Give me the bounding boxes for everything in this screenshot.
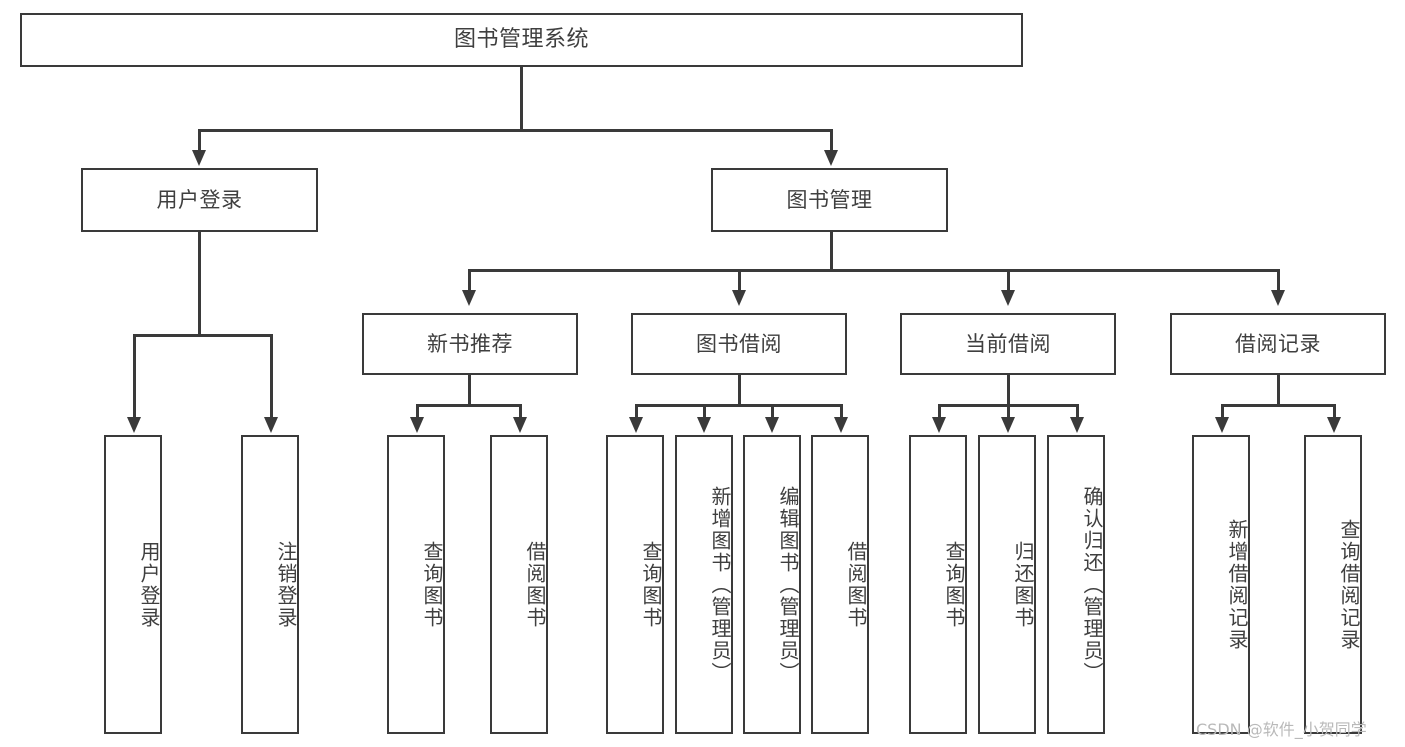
leaf-user-logout-label: 注销登录	[274, 540, 298, 629]
leaf-add-record[interactable]: 新增借阅记录	[1192, 435, 1250, 734]
arrow-to-leaf-add-record	[1215, 417, 1229, 433]
connector-bb-leg-1	[635, 404, 638, 418]
leaf-add-record-label: 新增借阅记录	[1225, 518, 1249, 651]
leaf-return-book[interactable]: 归还图书	[978, 435, 1036, 734]
arrow-to-leaf-query-book-1	[410, 417, 424, 433]
connector-bm-leg-3	[1007, 269, 1010, 291]
node-book-borrow[interactable]: 图书借阅	[631, 313, 847, 375]
arrow-to-leaf-user-login	[127, 417, 141, 433]
leaf-query-record-label: 查询借阅记录	[1337, 518, 1361, 651]
connector-root-leg-right	[830, 129, 833, 151]
leaf-query-book-1[interactable]: 查询图书	[387, 435, 445, 734]
leaf-confirm-return-label: 确认归还（管理员）	[1080, 485, 1104, 684]
connector-bb-leg-2	[703, 404, 706, 418]
connector-br-bus	[1221, 404, 1335, 407]
csdn-watermark: CSDN @软件_小贺同学	[1196, 720, 1367, 739]
leaf-query-book-2-label: 查询图书	[639, 540, 663, 629]
arrow-to-leaf-return-book	[1001, 417, 1015, 433]
connector-nbr-leg-1	[416, 404, 419, 418]
leaf-user-logout[interactable]: 注销登录	[241, 435, 299, 734]
connector-br-leg-2	[1333, 404, 1336, 418]
connector-nbr-stem	[468, 375, 471, 406]
arrow-to-book-borrow	[732, 290, 746, 306]
connector-cb-leg-2	[1007, 404, 1010, 418]
connector-root-stem	[520, 67, 523, 130]
leaf-edit-book[interactable]: 编辑图书（管理员）	[743, 435, 801, 734]
connector-user-login-leg-1	[133, 334, 136, 418]
arrow-to-leaf-user-logout	[264, 417, 278, 433]
connector-bb-bus	[635, 404, 843, 407]
connector-cb-leg-1	[938, 404, 941, 418]
connector-user-login-leg-2	[270, 334, 273, 418]
leaf-query-book-2[interactable]: 查询图书	[606, 435, 664, 734]
arrow-to-leaf-query-book-2	[629, 417, 643, 433]
leaf-borrow-book-1[interactable]: 借阅图书	[490, 435, 548, 734]
connector-bb-leg-4	[840, 404, 843, 418]
arrow-to-leaf-borrow-book-2	[834, 417, 848, 433]
arrow-to-leaf-confirm-return	[1070, 417, 1084, 433]
node-current-borrow[interactable]: 当前借阅	[900, 313, 1116, 375]
arrow-to-new-book-recommend	[462, 290, 476, 306]
connector-bb-leg-3	[771, 404, 774, 418]
leaf-user-login-label: 用户登录	[137, 540, 161, 629]
connector-user-login-bus	[133, 334, 272, 337]
leaf-confirm-return[interactable]: 确认归还（管理员）	[1047, 435, 1105, 734]
connector-br-leg-1	[1221, 404, 1224, 418]
leaf-query-book-3-label: 查询图书	[942, 540, 966, 629]
arrow-to-leaf-query-book-3	[932, 417, 946, 433]
connector-book-management-stem	[830, 232, 833, 272]
arrow-to-leaf-borrow-book-1	[513, 417, 527, 433]
node-book-management[interactable]: 图书管理	[711, 168, 948, 232]
leaf-query-book-1-label: 查询图书	[420, 540, 444, 629]
leaf-borrow-book-2[interactable]: 借阅图书	[811, 435, 869, 734]
arrow-to-book-management	[824, 150, 838, 166]
connector-bm-leg-2	[738, 269, 741, 291]
node-user-login[interactable]: 用户登录	[81, 168, 318, 232]
connector-root-leg-left	[198, 129, 201, 151]
connector-cb-stem	[1007, 375, 1010, 406]
arrow-to-borrow-record	[1271, 290, 1285, 306]
node-root-book-management-system[interactable]: 图书管理系统	[20, 13, 1023, 67]
arrow-to-leaf-add-book	[697, 417, 711, 433]
arrow-to-leaf-query-record	[1327, 417, 1341, 433]
leaf-query-record[interactable]: 查询借阅记录	[1304, 435, 1362, 734]
connector-br-stem	[1277, 375, 1280, 406]
leaf-add-book-label: 新增图书（管理员）	[708, 485, 732, 684]
leaf-user-login[interactable]: 用户登录	[104, 435, 162, 734]
leaf-return-book-label: 归还图书	[1011, 540, 1035, 629]
connector-nbr-bus	[416, 404, 522, 407]
node-borrow-record[interactable]: 借阅记录	[1170, 313, 1386, 375]
leaf-query-book-3[interactable]: 查询图书	[909, 435, 967, 734]
leaf-borrow-book-2-label: 借阅图书	[844, 540, 868, 629]
arrow-to-user-login	[192, 150, 206, 166]
node-new-book-recommend[interactable]: 新书推荐	[362, 313, 578, 375]
arrow-to-current-borrow	[1001, 290, 1015, 306]
leaf-edit-book-label: 编辑图书（管理员）	[776, 485, 800, 684]
leaf-borrow-book-1-label: 借阅图书	[523, 540, 547, 629]
connector-user-login-stem	[198, 232, 201, 336]
connector-cb-leg-3	[1076, 404, 1079, 418]
connector-bm-leg-1	[468, 269, 471, 291]
leaf-add-book[interactable]: 新增图书（管理员）	[675, 435, 733, 734]
connector-nbr-leg-2	[519, 404, 522, 418]
arrow-to-leaf-edit-book	[765, 417, 779, 433]
connector-root-bus	[198, 129, 832, 132]
connector-book-management-bus	[468, 269, 1280, 272]
connector-bb-stem	[738, 375, 741, 406]
connector-bm-leg-4	[1277, 269, 1280, 291]
